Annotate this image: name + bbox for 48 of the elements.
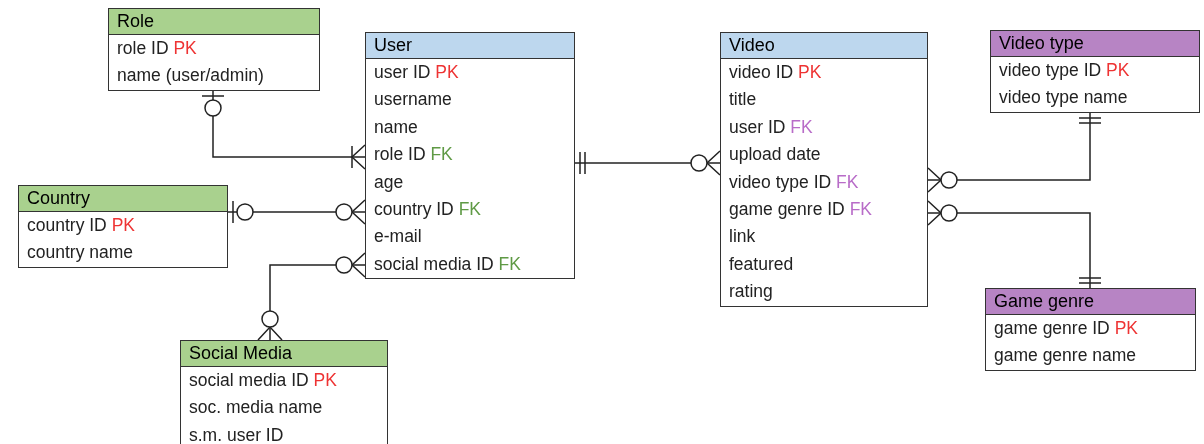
table-header: Role bbox=[109, 9, 319, 35]
relationship-line bbox=[927, 200, 1102, 289]
attribute-text: e-mail bbox=[373, 225, 423, 249]
table-header: Game genre bbox=[986, 289, 1195, 315]
attribute-text: game genre name bbox=[993, 344, 1138, 368]
attribute-text: s.m. user ID bbox=[188, 423, 285, 444]
entity-table bbox=[985, 288, 1196, 371]
attribute-text: country name bbox=[26, 241, 135, 265]
attribute-text: link bbox=[728, 225, 757, 249]
entity-table bbox=[990, 30, 1200, 113]
attribute-text: video type ID PK bbox=[998, 59, 1131, 82]
attribute-text: social media ID PK bbox=[188, 369, 338, 392]
attribute-text: name (user/admin) bbox=[116, 64, 265, 88]
entity-table bbox=[108, 8, 320, 91]
entity-table bbox=[18, 185, 228, 268]
attribute-text: age bbox=[373, 170, 405, 194]
attribute-text: country ID PK bbox=[26, 214, 136, 237]
attribute-text: username bbox=[373, 88, 453, 112]
table-header: Country bbox=[19, 186, 227, 212]
attribute-text: game genre ID FK bbox=[728, 197, 873, 221]
entity-table bbox=[365, 32, 575, 280]
table-header: Social Media bbox=[181, 341, 387, 367]
table-header: Video bbox=[721, 33, 927, 59]
relationship-line bbox=[201, 90, 366, 170]
attribute-text: soc. media name bbox=[188, 396, 324, 420]
attribute-text: title bbox=[728, 88, 758, 112]
attribute-text: video ID PK bbox=[728, 61, 823, 84]
table-header: Video type bbox=[991, 31, 1199, 57]
relationship-line bbox=[574, 150, 721, 176]
attribute-text: video type ID FK bbox=[728, 170, 860, 194]
relationship-line bbox=[927, 112, 1102, 193]
attribute-text: featured bbox=[728, 252, 795, 276]
attribute-text: game genre ID PK bbox=[993, 317, 1139, 340]
entity-table bbox=[180, 340, 388, 444]
relationship-line bbox=[257, 252, 366, 341]
attribute-text: user ID PK bbox=[373, 61, 460, 84]
table-header: User bbox=[366, 33, 574, 59]
attribute-text: rating bbox=[728, 280, 774, 304]
attribute-text: upload date bbox=[728, 143, 822, 167]
attribute-text: video type name bbox=[998, 86, 1129, 110]
attribute-text: user ID FK bbox=[728, 115, 814, 139]
attribute-text: role ID PK bbox=[116, 37, 198, 60]
attribute-text: country ID FK bbox=[373, 197, 482, 221]
attribute-text: name bbox=[373, 115, 419, 139]
entity-table bbox=[720, 32, 928, 307]
relationship-line bbox=[227, 199, 366, 225]
attribute-text: role ID FK bbox=[373, 143, 454, 167]
attribute-text: social media ID FK bbox=[373, 252, 522, 276]
